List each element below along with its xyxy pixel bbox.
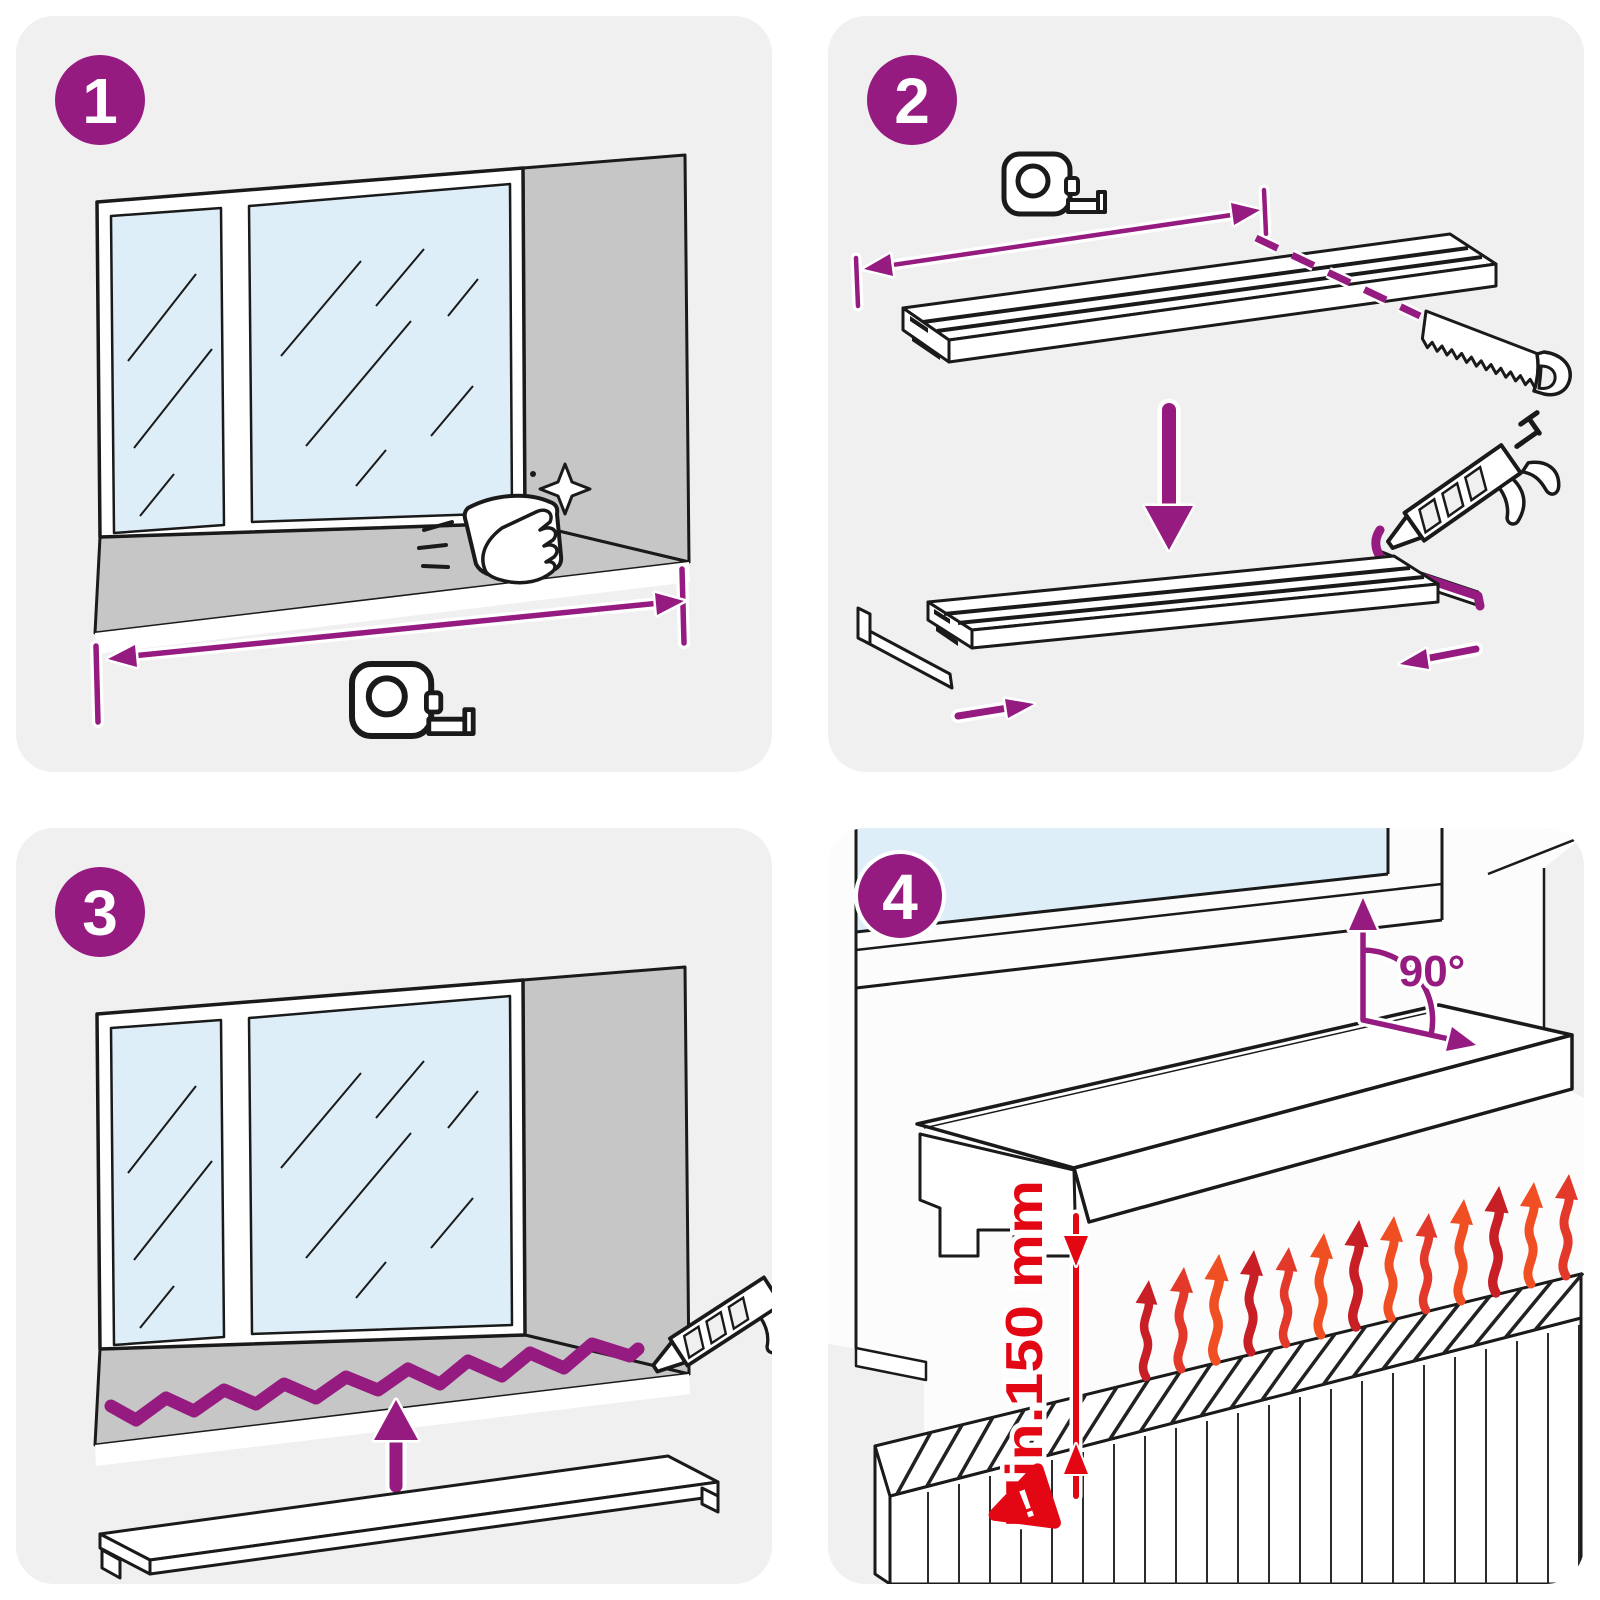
hand-saw-icon [1420, 309, 1572, 397]
step-4-illustration: Min.150 mm ! 90° 4 [828, 828, 1584, 1584]
tape-measure-icon [1004, 154, 1105, 214]
measurement-arrow [850, 184, 1272, 312]
warning-triangle-icon: ! [988, 1463, 1061, 1529]
sill-board-uncut [901, 232, 1498, 364]
clearance-dimension [1062, 1209, 1090, 1503]
sparkle-icon [538, 462, 592, 516]
down-arrow [1142, 398, 1196, 553]
step-3-badge: 3 [55, 867, 145, 957]
measurement-arrow [90, 563, 690, 728]
step-4-badge: 4 [854, 850, 946, 942]
push-arrow-left [1397, 642, 1483, 672]
step-3-illustration: 3 [55, 867, 772, 1580]
step-2-badge: 2 [867, 55, 957, 145]
radiator-grille-slats [895, 1271, 1584, 1495]
cut-line [1253, 232, 1423, 322]
angle-label: 90° [1399, 947, 1466, 996]
step-2-illustration: 2 [850, 55, 1584, 723]
frame-bottom-line [855, 918, 1443, 990]
step-2-number: 2 [894, 65, 930, 137]
step-1-panel: 1 [16, 16, 772, 772]
window-apron [854, 1346, 928, 1382]
window-recess [93, 153, 692, 656]
glass-bottom-edge [855, 872, 1389, 934]
push-arrow-right [951, 696, 1037, 723]
radiator [873, 1271, 1584, 1584]
step-1-number: 1 [82, 65, 118, 137]
window-jamb [1386, 828, 1444, 920]
sill-back-groove [923, 1011, 1433, 1129]
step-3-number: 3 [82, 877, 118, 949]
installed-sill [915, 1003, 1574, 1224]
step-2-panel: 2 [828, 16, 1584, 772]
frame-line [855, 882, 1443, 952]
angle-90-arrows [1346, 895, 1479, 1054]
step-4-number: 4 [882, 861, 918, 933]
window-recess [93, 965, 692, 1468]
sill-board-cut [926, 554, 1440, 650]
window-sill-board [98, 1454, 720, 1580]
step-1-badge: 1 [55, 55, 145, 145]
step-4-panel: Min.150 mm ! 90° 4 [828, 828, 1584, 1584]
adhesive-bead [104, 1337, 645, 1427]
step-3-panel: 3 [16, 828, 772, 1584]
radiator-grille [873, 1272, 1583, 1498]
tape-measure-icon [352, 664, 473, 736]
step-1-illustration: 1 [55, 55, 692, 772]
sill-front-face [1072, 1033, 1574, 1224]
sparkle-dot [530, 471, 536, 477]
glass-pane [856, 828, 1388, 932]
clearance-label: Min.150 mm [996, 1180, 1054, 1528]
cleaning-hand-icon [417, 462, 592, 585]
end-cap-left [856, 606, 954, 690]
up-arrow [371, 1397, 421, 1497]
